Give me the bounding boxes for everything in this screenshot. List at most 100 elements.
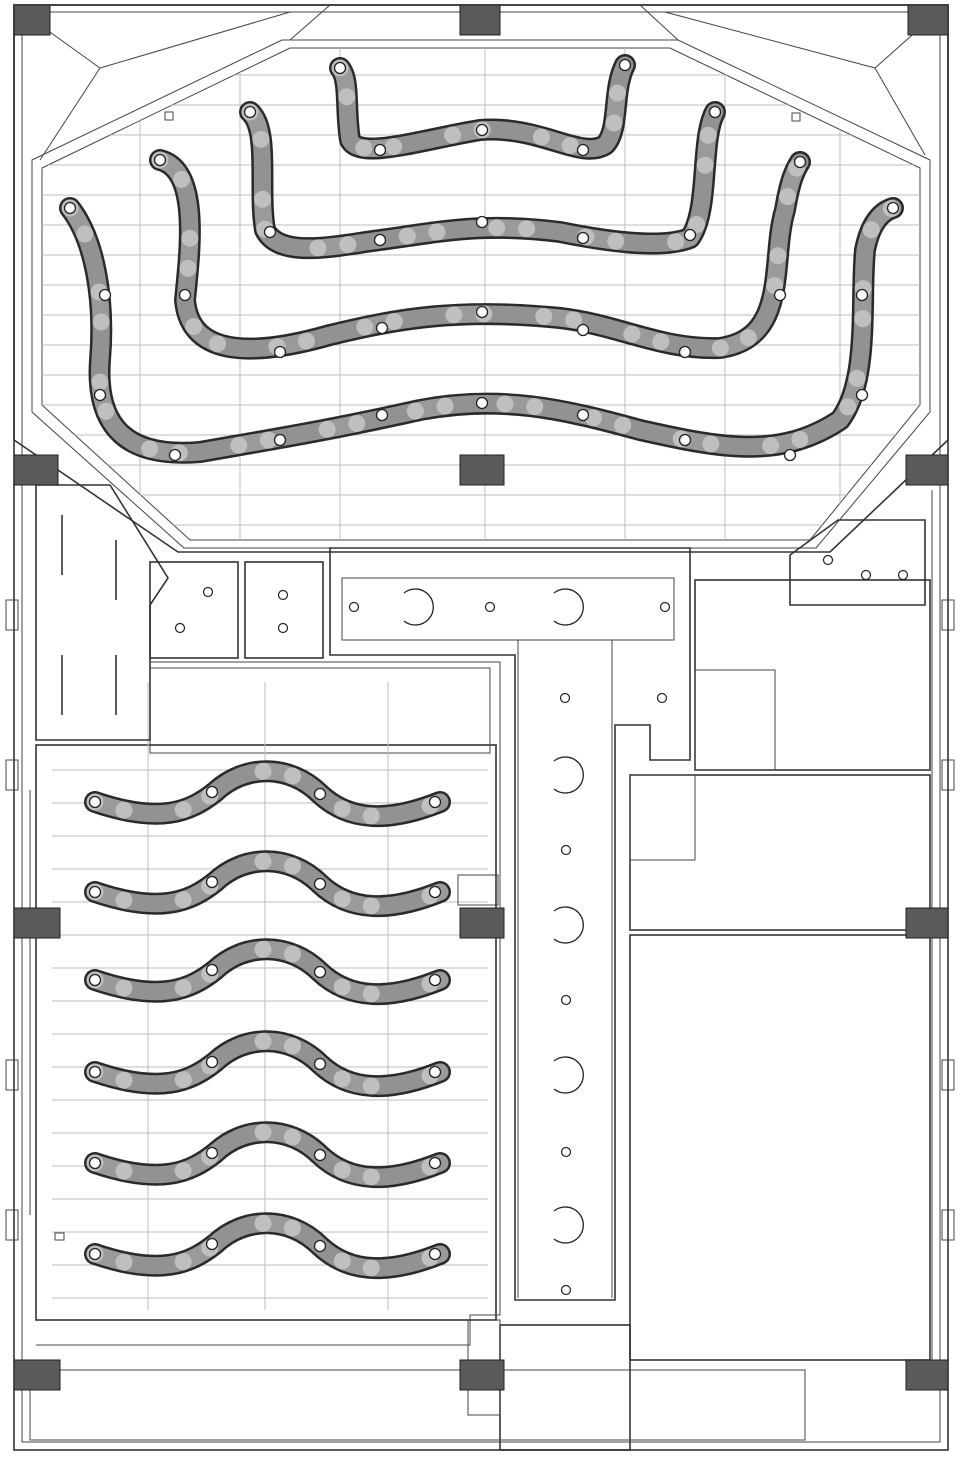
track-spot xyxy=(88,1156,102,1170)
track-spot xyxy=(576,408,590,422)
track-spot xyxy=(88,795,102,809)
upper-track-lights xyxy=(59,54,904,464)
window-frame xyxy=(941,599,955,631)
small-rooms xyxy=(29,484,931,1451)
track-spot xyxy=(313,787,327,801)
window-frame xyxy=(5,599,19,631)
column-icon xyxy=(459,454,505,486)
track-spot xyxy=(373,143,387,157)
track-spot xyxy=(708,105,722,119)
track-spot xyxy=(313,1057,327,1071)
track-segment xyxy=(86,940,449,1003)
track-spot xyxy=(263,225,277,239)
downlight-icon xyxy=(484,601,496,613)
downlight-icon xyxy=(860,569,872,581)
track-spot xyxy=(205,1055,219,1069)
track-spot xyxy=(576,323,590,337)
track-segment xyxy=(331,56,634,158)
track-spot xyxy=(428,885,442,899)
downlight-icon xyxy=(174,622,186,634)
wall-washer-icon xyxy=(553,756,584,794)
track-spot xyxy=(375,408,389,422)
window-frame xyxy=(941,1209,955,1241)
track-spot xyxy=(168,448,182,462)
track-spot xyxy=(475,305,489,319)
track-spot xyxy=(273,345,287,359)
structural-columns xyxy=(13,4,949,1391)
track-spot xyxy=(273,433,287,447)
track-spot xyxy=(313,1239,327,1253)
column-icon xyxy=(459,907,505,939)
downlight-icon xyxy=(822,554,834,566)
window-frame xyxy=(941,759,955,791)
track-spot xyxy=(475,396,489,410)
track-spot xyxy=(88,973,102,987)
column-icon xyxy=(905,454,949,486)
track-spot xyxy=(205,785,219,799)
track-spot xyxy=(773,288,787,302)
column-icon xyxy=(13,907,61,939)
upper-hall xyxy=(13,4,949,553)
downlight-icon xyxy=(277,589,289,601)
track-spot xyxy=(98,288,112,302)
track-spot xyxy=(576,231,590,245)
track-segment xyxy=(86,1123,449,1186)
downlight-icon xyxy=(560,1284,572,1296)
track-segment xyxy=(86,852,449,915)
wall-washer-icon xyxy=(553,1056,584,1094)
track-spot xyxy=(375,321,389,335)
track-spot xyxy=(428,973,442,987)
track-spot xyxy=(793,155,807,169)
wall-washer-icon xyxy=(553,1206,584,1244)
track-spot xyxy=(88,1065,102,1079)
sensor-icon xyxy=(54,1232,65,1241)
window-frame xyxy=(941,1059,955,1091)
track-spot xyxy=(333,61,347,75)
wall-washer-icon xyxy=(553,906,584,944)
track-spot xyxy=(373,233,387,247)
sensor-icon xyxy=(164,111,174,121)
track-spot xyxy=(428,795,442,809)
track-spot xyxy=(205,1237,219,1251)
track-spot xyxy=(63,201,77,215)
track-spot xyxy=(93,388,107,402)
track-spot xyxy=(88,1247,102,1261)
column-icon xyxy=(13,4,51,36)
window-frame xyxy=(5,1059,19,1091)
track-segment xyxy=(86,1032,449,1095)
track-spot xyxy=(153,153,167,167)
track-spot xyxy=(475,215,489,229)
downlight-icon xyxy=(559,692,571,704)
downlight-icon xyxy=(202,586,214,598)
track-spot xyxy=(618,58,632,72)
track-spot xyxy=(475,123,489,137)
track-spot xyxy=(886,201,900,215)
track-segment xyxy=(86,1214,449,1277)
downlight-icon xyxy=(659,601,671,613)
column-icon xyxy=(459,1359,505,1391)
wall-washer-icon xyxy=(553,588,584,626)
track-spot xyxy=(783,448,797,462)
track-spot xyxy=(205,1146,219,1160)
track-spot xyxy=(313,965,327,979)
downlight-icon xyxy=(348,601,360,613)
track-spot xyxy=(428,1247,442,1261)
track-spot xyxy=(678,345,692,359)
track-spot xyxy=(428,1156,442,1170)
downlight-icon xyxy=(560,994,572,1006)
track-segment xyxy=(241,103,724,257)
lower-track-lights xyxy=(84,760,451,1280)
window-frame xyxy=(5,1209,19,1241)
track-segment xyxy=(86,762,449,825)
track-spot xyxy=(428,1065,442,1079)
track-spot xyxy=(678,433,692,447)
track-spot xyxy=(205,963,219,977)
track-spot xyxy=(855,288,869,302)
window-frame xyxy=(5,759,19,791)
track-spot xyxy=(205,875,219,889)
column-icon xyxy=(905,907,949,939)
column-icon xyxy=(907,4,949,36)
track-spot xyxy=(88,885,102,899)
column-icon xyxy=(905,1359,949,1391)
